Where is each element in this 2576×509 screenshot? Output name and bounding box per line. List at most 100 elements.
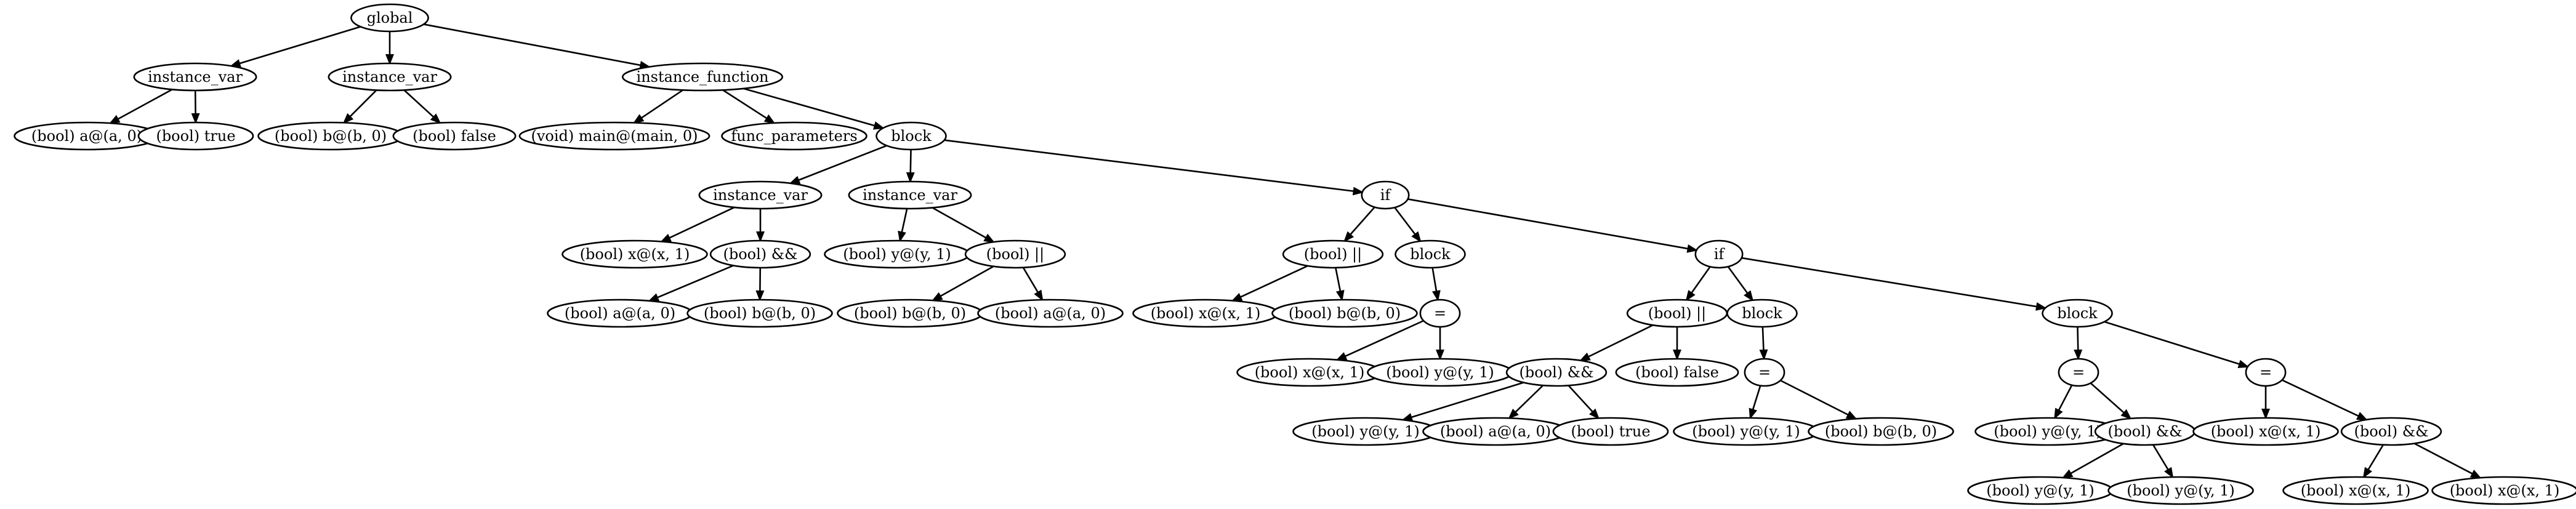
tree-edge <box>743 87 885 130</box>
arrowhead-icon <box>756 231 765 242</box>
tree-edge <box>1335 319 1424 361</box>
tree-edge <box>2261 386 2270 420</box>
node-label: (bool) && <box>1519 364 1593 381</box>
node-label: = <box>1758 364 1771 381</box>
node-label: (bool) true <box>156 127 235 145</box>
node-ellipse <box>392 121 517 151</box>
tree-edge <box>1231 265 1308 302</box>
edge-line <box>1335 267 1342 292</box>
tree-edge <box>2362 444 2384 479</box>
node-ellipse <box>350 3 429 33</box>
node-ellipse <box>1271 299 1418 328</box>
edge-line <box>901 208 908 233</box>
node-label: (bool) x@(x, 1) <box>2301 482 2411 499</box>
arrowhead-icon <box>1673 350 1681 361</box>
tree-node: block <box>1726 299 1798 328</box>
tree-node: (bool) a@(a, 0) <box>547 299 693 328</box>
arrowhead-icon <box>1759 349 1768 361</box>
tree-node: = <box>1419 299 1461 328</box>
arrowhead-icon <box>983 233 996 243</box>
edge-line <box>1741 257 2037 308</box>
arrowhead-icon <box>1589 408 1600 420</box>
arrowhead-icon <box>1343 231 1354 242</box>
node-label: (bool) x@(x, 1) <box>2450 482 2560 499</box>
node-label: (bool) y@(y, 1) <box>843 246 951 263</box>
node-label: = <box>2260 364 2272 381</box>
tree-node: (bool) && <box>1505 358 1608 387</box>
edge-line <box>349 89 377 118</box>
node-label: block <box>2057 305 2098 322</box>
tree-edge <box>1335 267 1345 302</box>
edge-line <box>423 23 641 66</box>
tree-node: (bool) && <box>2094 417 2196 446</box>
arrowhead-icon <box>2469 470 2482 479</box>
arrowhead-icon <box>2164 467 2174 479</box>
tree-node: (bool) b@(b, 0) <box>257 121 404 151</box>
node-label: (bool) y@(y, 1) <box>1386 364 1494 381</box>
tree-edge <box>1759 326 1768 361</box>
node-ellipse <box>518 121 710 151</box>
edge-line <box>2058 385 2073 411</box>
arrowhead-icon <box>931 292 943 302</box>
node-label: (bool) x@(x, 1) <box>1255 364 1365 381</box>
edge-line <box>743 87 875 127</box>
edge-line <box>1752 385 1761 411</box>
node-label: block <box>891 127 932 145</box>
tree-edge <box>1780 379 1858 420</box>
edge-line <box>1240 265 1308 298</box>
tree-edge <box>1741 257 2047 311</box>
arrowhead-icon <box>2035 302 2047 311</box>
arrowhead-icon <box>108 114 121 124</box>
arrowhead-icon <box>1749 407 1757 420</box>
tree-edge <box>229 26 361 68</box>
tree-edge <box>1407 198 1699 253</box>
node-ellipse <box>977 299 1124 328</box>
tree-edge <box>2104 321 2250 369</box>
tree-edge <box>385 31 394 65</box>
arrowhead-icon <box>2362 467 2372 479</box>
tree-node: (bool) false <box>1615 358 1739 387</box>
edge-layer <box>108 23 2482 479</box>
tree-node: (bool) y@(y, 1) <box>1967 476 2114 505</box>
node-ellipse <box>2058 358 2099 387</box>
arrowhead-icon <box>2061 469 2074 479</box>
node-ellipse <box>2042 299 2113 328</box>
tree-node: = <box>2245 358 2287 387</box>
arrowhead-icon <box>430 113 441 124</box>
edge-line <box>2413 443 2473 475</box>
node-label: (bool) b@(b, 0) <box>1289 305 1401 322</box>
tree-edge <box>944 139 1364 196</box>
node-label: (bool) false <box>413 127 496 145</box>
arrowhead-icon <box>2120 409 2132 420</box>
node-ellipse <box>698 180 823 210</box>
tree-edge <box>342 89 377 124</box>
arrowhead-icon <box>1335 352 1348 361</box>
tree-node: = <box>1744 358 1785 387</box>
node-label: (bool) x@(x, 1) <box>1151 305 1261 322</box>
node-label: (bool) b@(b, 0) <box>1825 423 1937 440</box>
edge-line <box>2152 444 2169 470</box>
node-ellipse <box>137 121 254 151</box>
tree-node: func_parameters <box>721 121 867 151</box>
tree-edge <box>1727 266 1754 302</box>
arrowhead-icon <box>1685 290 1696 302</box>
tree-node: (bool) x@(x, 1) <box>1236 358 1383 387</box>
edge-line <box>1407 198 1688 250</box>
tree-node: (bool) y@(y, 1) <box>1292 417 1439 446</box>
edge-line <box>117 89 173 120</box>
edge-line <box>2090 382 2125 414</box>
arrowhead-icon <box>1508 408 1519 420</box>
node-ellipse <box>133 62 257 92</box>
node-ellipse <box>721 121 867 151</box>
tree-node: (bool) && <box>2340 417 2442 446</box>
tree-node: (bool) x@(x, 1) <box>1132 299 1279 328</box>
tree-node: if <box>1694 239 1744 269</box>
tree-edge <box>2090 382 2132 420</box>
node-label: global <box>367 9 413 26</box>
tree-node: (bool) b@(b, 0) <box>1271 299 1418 328</box>
node-ellipse <box>1282 239 1384 269</box>
tree-edge <box>648 265 734 302</box>
tree-edge <box>931 265 994 302</box>
node-ellipse <box>2107 476 2254 505</box>
node-label: (bool) || <box>1304 246 1362 263</box>
